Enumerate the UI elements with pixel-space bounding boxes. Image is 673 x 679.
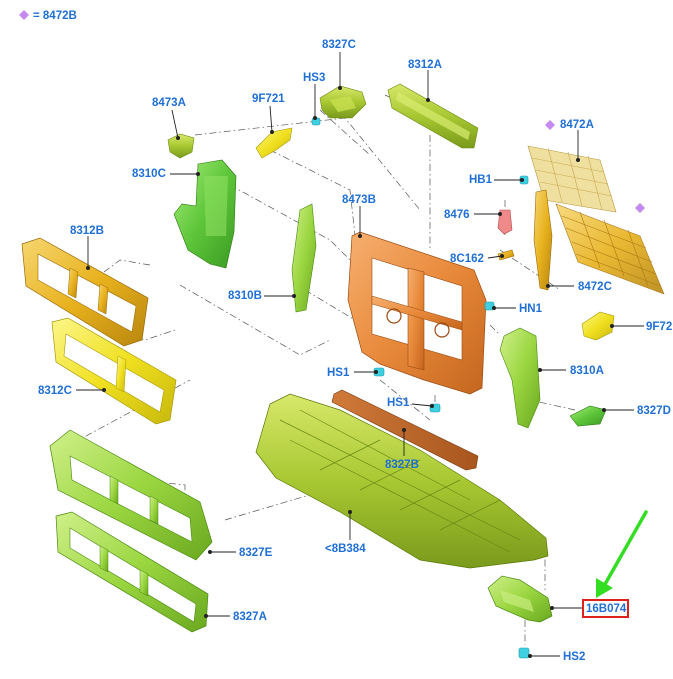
pointer-arrow-icon [596,510,648,598]
leader-lines [76,52,644,658]
legend-text: = 8472B [33,10,77,22]
label-9F721-right[interactable]: 9F72 [646,321,672,333]
label-8327E[interactable]: 8327E [239,547,273,559]
part-8312C[interactable] [51,317,177,425]
label-8310A[interactable]: 8310A [570,365,604,377]
label-HS1-left[interactable]: HS1 [327,367,350,379]
label-8327D[interactable]: 8327D [637,405,671,417]
label-HB1[interactable]: HB1 [469,174,493,186]
label-8310C[interactable]: 8310C [132,168,166,180]
part-8B384[interactable] [255,393,549,569]
part-9F721-top[interactable] [255,127,293,159]
label-8327B[interactable]: 8327B [385,459,419,471]
label-8310B[interactable]: 8310B [228,290,262,302]
legend: = 8472B [19,10,77,22]
label-8473A[interactable]: 8473A [152,97,186,109]
part-8310B[interactable] [291,203,317,313]
label-8472A[interactable]: 8472A [560,119,594,131]
part-8312A[interactable] [387,83,479,149]
part-8327A[interactable] [55,511,209,633]
label-HS2[interactable]: HS2 [563,651,585,663]
part-8327C[interactable] [319,85,367,119]
part-HS2[interactable] [518,647,530,659]
label-16B074[interactable]: 16B074 [586,603,627,615]
label-8473B[interactable]: 8473B [342,194,376,206]
part-8312B[interactable] [21,237,149,347]
label-8327A[interactable]: 8327A [233,611,267,623]
part-8472C-diamond-icon [635,203,645,213]
part-8327E[interactable] [49,429,213,561]
label-HS1-right[interactable]: HS1 [387,397,410,409]
label-HS3[interactable]: HS3 [303,72,325,84]
label-8312C[interactable]: 8312C [38,385,72,397]
part-8476[interactable] [497,209,513,235]
label-8312A[interactable]: 8312A [408,59,442,71]
part-16B074[interactable] [487,575,553,623]
highlight-box-16B074 [582,599,629,618]
label-8472C[interactable]: 8472C [578,281,612,293]
part-8472A-diamond-icon [545,120,555,130]
label-8327C[interactable]: 8327C [322,39,356,51]
legend-diamond-icon [19,10,29,20]
label-8C162[interactable]: 8C162 [450,253,484,265]
part-8473A[interactable] [167,133,195,159]
part-8327D[interactable] [569,405,607,427]
label-8476[interactable]: 8476 [444,209,470,221]
label-8B384[interactable]: <8B384 [325,543,366,555]
part-8472A[interactable] [527,145,617,213]
part-8473B[interactable] [347,231,487,395]
label-8312B[interactable]: 8312B [70,225,104,237]
callout-labels: 8327C HS3 8312A 8473A 9F721 8472A 8310C … [38,39,672,663]
label-9F721-top[interactable]: 9F721 [252,93,285,105]
part-8310C[interactable] [173,159,237,269]
part-8310A[interactable] [499,327,541,429]
part-8472C[interactable] [533,189,665,295]
label-HN1[interactable]: HN1 [519,303,543,315]
part-9F721-right[interactable] [581,311,615,341]
